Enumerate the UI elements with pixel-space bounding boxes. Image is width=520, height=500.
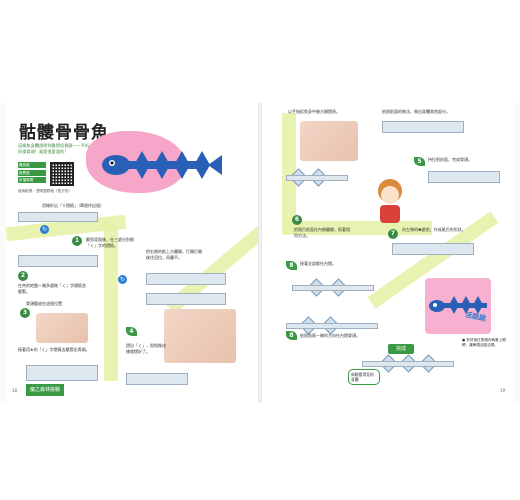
paper-strip xyxy=(392,243,474,255)
step-number: 1 xyxy=(72,236,82,246)
step-note: 接著全部都往內摺。 xyxy=(300,261,336,266)
finished-fish-photo xyxy=(425,278,491,334)
flip-icon: ↻ xyxy=(40,225,49,234)
book-gutter xyxy=(258,103,262,403)
completed-badge: 完成 xyxy=(388,344,414,354)
paper-strip xyxy=(146,273,226,285)
time-label: 折摺時間 xyxy=(18,177,46,183)
difficulty-box: 難易度 推薦度 折摺時間 xyxy=(18,162,46,185)
step-number: 3 xyxy=(20,308,30,318)
step-note: 依照前面的做法，做出身體其他部分。 xyxy=(382,109,450,114)
step-note: 依照魚尾一樣的方向往內摺骨頭。 xyxy=(300,333,360,338)
paper-strip xyxy=(286,323,378,329)
paper-strip xyxy=(126,373,188,385)
intro-text: 這條魚身體透明到看得見骨頭——手折！會被拆換骨頭！真是很愛溜的！ xyxy=(18,143,102,154)
step-number: 6 xyxy=(292,215,302,225)
step-number: 4 xyxy=(126,327,137,336)
step-note: 在夾的地盤一端多處做「く」字褶痕並壓緊。 xyxy=(18,283,86,294)
paper-strip xyxy=(382,121,464,133)
paper-strip xyxy=(26,365,98,381)
step-note: 把右側的紙上方攤開，打開打開後往回拉，再攤平。 xyxy=(146,249,202,260)
page-number-left: 18 xyxy=(12,388,18,393)
fish-skeleton-finished xyxy=(429,296,487,314)
paper-strip xyxy=(146,293,226,305)
step-number: 5 xyxy=(414,157,425,166)
difficulty-label: 難易度 xyxy=(18,162,46,168)
paper-strip xyxy=(18,212,98,222)
right-page: 以手指從魚身中後方開摺頁。 依照前面的做法，做出身體其他部分。 5 持拉到前面，… xyxy=(262,103,514,403)
step-number: 2 xyxy=(18,271,28,281)
step-note: 骨頭壓放在這個位置 xyxy=(26,301,62,306)
step-note: 向左側的❸處把，作成尾巴的形狀。 xyxy=(402,227,466,232)
left-page: 骷髏骨骨魚 這條魚身體透明到看得見骨頭——手折！會被拆換骨頭！真是很愛溜的！ 難… xyxy=(6,103,258,403)
tip-bubble: 肉眼看得見的身體 xyxy=(348,369,380,385)
flip-icon: ↻ xyxy=(118,275,127,284)
step-note: 以手指從魚身中後方開摺頁。 xyxy=(288,109,340,114)
page-footer: 魔之森林挑戰 xyxy=(26,384,65,396)
recommend-label: 推薦度 xyxy=(18,169,46,176)
fish-skeleton-hero xyxy=(102,151,222,179)
guide-path xyxy=(104,221,118,381)
hands-photo xyxy=(36,313,88,343)
qr-code[interactable] xyxy=(50,162,74,186)
step-note: 把尾巴前面往內捲攤開，照著相同方法。 xyxy=(294,227,350,238)
paper-caption: 使用紙張：透明塑膠紙（長方形） xyxy=(18,189,72,193)
paper-strip xyxy=(286,175,348,181)
hands-photo xyxy=(300,121,358,161)
hands-photo xyxy=(164,309,236,363)
step-number: 8 xyxy=(286,261,297,270)
step-note: 持拉到前面，完成骨頭。 xyxy=(428,157,472,162)
page-title: 骷髏骨骨魚 xyxy=(19,123,109,143)
paper-strip xyxy=(18,255,98,267)
step-note: 摺出「く」，照相像這樣就摺好了。 xyxy=(126,343,166,354)
paper-strip xyxy=(362,361,454,367)
step-note: 翻到背面後，在三處分別做「く」字的摺痕。 xyxy=(86,237,134,248)
step-note: 用線折出「Ｖ摺痕」（單邊作記號） xyxy=(42,203,104,208)
step-note: 接著用★的「く」字摺痕去壓摺出骨頭。 xyxy=(18,347,90,352)
guide-path xyxy=(282,113,296,233)
page-number-right: 19 xyxy=(500,388,506,393)
paper-strip xyxy=(428,171,500,183)
step-number: 7 xyxy=(388,229,398,239)
paper-strip xyxy=(292,285,374,291)
reference-note: ● 折好後在魚頭內側畫上眼睛，讓骨頭活靈活現。 xyxy=(462,338,506,347)
mascot-girl xyxy=(378,179,402,223)
step-number: 8 xyxy=(286,331,297,340)
